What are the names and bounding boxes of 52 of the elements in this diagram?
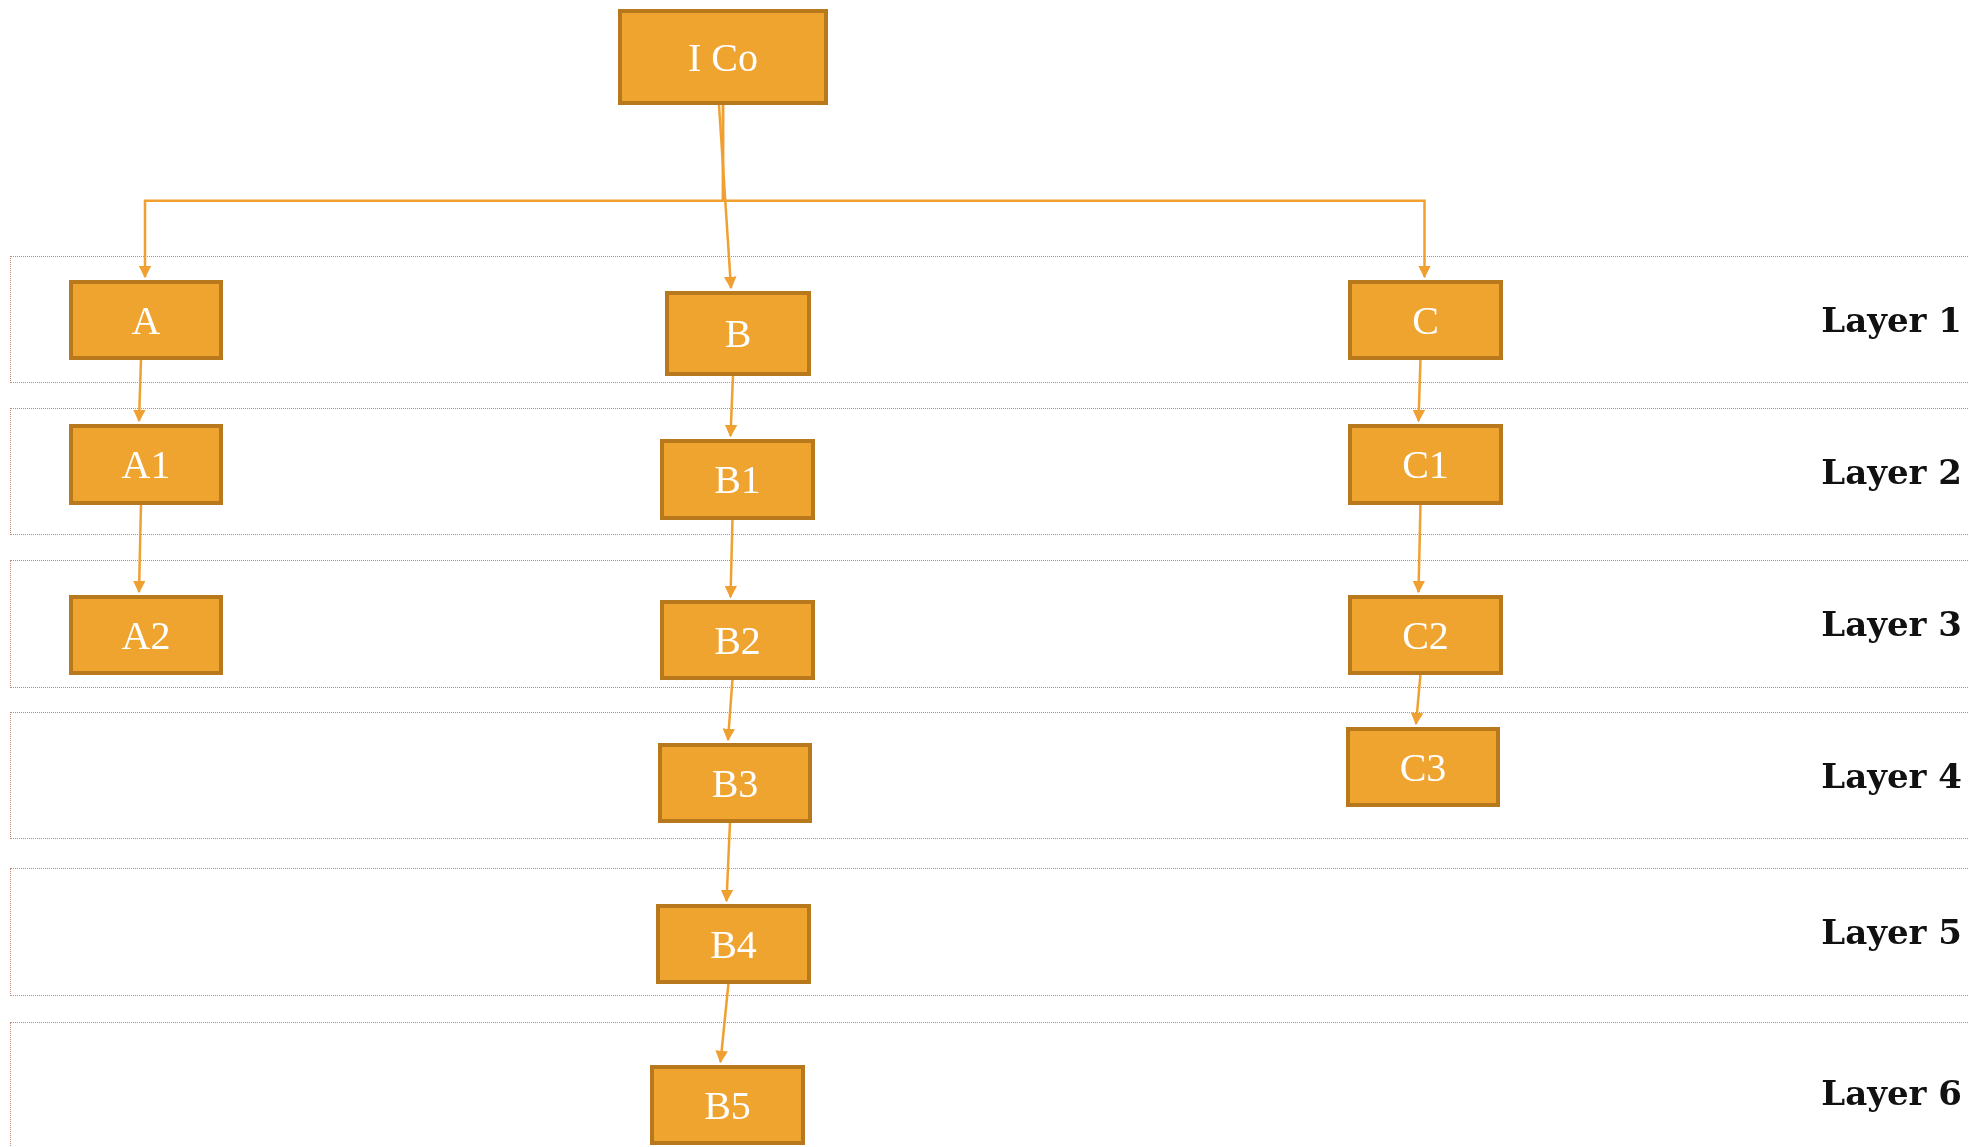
layer-label: Layer 5 [1821,912,1962,952]
arrow [715,982,730,1064]
layer-band [10,560,1969,688]
box-label: A2 [121,611,171,659]
process-box [665,291,811,376]
box-label: C2 [1402,611,1449,659]
box-label: I Co [688,33,758,81]
arrow [133,503,146,594]
layer-band [10,712,1969,839]
process-box [1348,424,1503,505]
layer-label: Layer 3 [1821,604,1962,644]
process-box [69,595,223,675]
layer-band [10,868,1969,996]
arrow [721,105,1431,279]
process-box [69,280,223,360]
process-box [660,600,815,680]
box-label: C1 [1402,441,1449,488]
layer-label: Layer 1 [1821,299,1962,340]
process-box [1348,280,1503,360]
box-label: C3 [1399,743,1447,791]
arrow [724,374,738,438]
arrow [133,358,146,423]
box-label: A [131,296,161,344]
box-label: B4 [710,920,757,968]
process-box [656,904,811,984]
layer-band [10,408,1969,535]
process-box [660,439,815,520]
arrow [1412,358,1426,423]
process-box [650,1065,805,1145]
process-box [658,743,812,823]
layer-band [10,1022,1969,1147]
layer-label: Layer 6 [1821,1072,1962,1113]
layer-label: Layer 4 [1821,755,1962,796]
box-label: B1 [714,456,761,503]
box-label: B2 [714,616,761,664]
process-box [1348,595,1503,675]
box-label: B3 [711,759,759,807]
arrow [720,821,734,903]
arrow [1412,503,1425,594]
layer-band [10,256,1969,383]
arrow [722,678,736,742]
box-label: C [1412,296,1439,344]
arrow [1410,673,1424,726]
process-box [69,424,223,505]
layer-label: Layer 2 [1821,451,1962,492]
box-label: A1 [121,441,171,488]
process-box [618,9,828,105]
arrow [724,518,738,599]
box-label: B5 [704,1081,751,1129]
box-label: B [724,310,752,357]
process-box [1346,727,1500,807]
arrow [717,104,737,290]
